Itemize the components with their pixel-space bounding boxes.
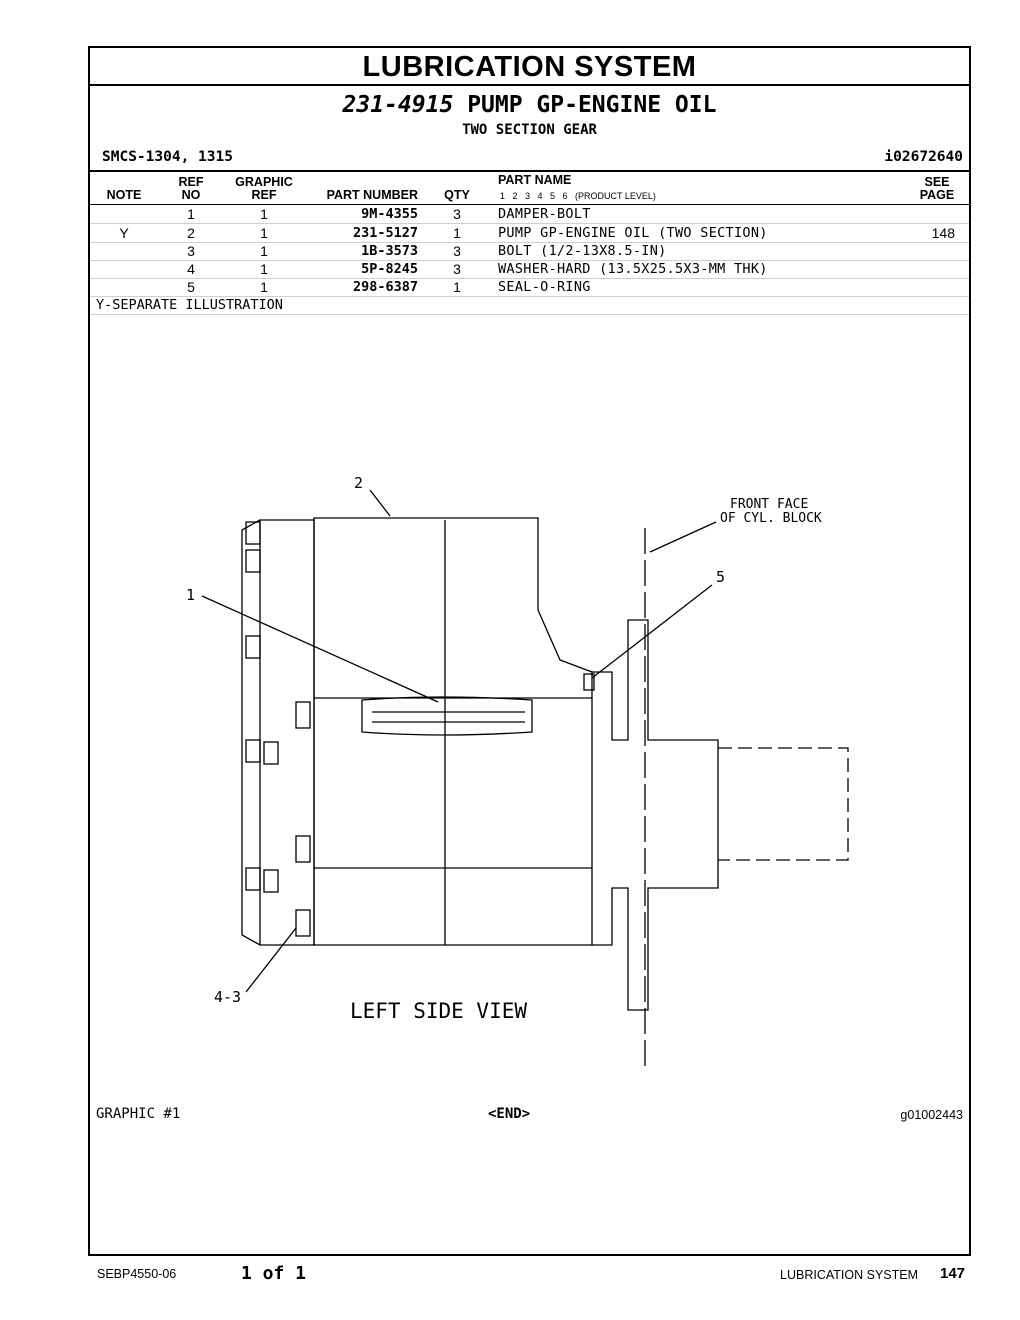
row-part-number: 231-5127 (352, 225, 418, 241)
footer-document-number: SEBP4550-06 (97, 1267, 177, 1281)
row-part-number: 298-6387 (352, 279, 418, 295)
front-face-label-line1: FRONT FACE (730, 497, 808, 512)
col-see-top: SEE (924, 175, 950, 189)
leader-line-4-3 (245, 927, 297, 993)
row-qty: 3 (453, 261, 461, 277)
row-part-name: DAMPER-BOLT (498, 206, 591, 222)
seal-o-ring (583, 673, 595, 691)
callout-4-3: 4-3 (214, 988, 241, 1006)
footer-page-number: 147 (940, 1265, 966, 1282)
col-part-number: PART NUMBER (326, 188, 418, 202)
row-graphic-ref: 1 (260, 225, 268, 241)
assembly-subtitle: TWO SECTION GEAR (462, 122, 597, 138)
table-row: 1 1 9M-4355 3 DAMPER-BOLT (90, 205, 969, 224)
table-row: Y 2 1 231-5127 1 PUMP GP-ENGINE OIL (TWO… (90, 224, 969, 243)
row-note: Y (119, 225, 129, 241)
document-identifier: i02672640 (884, 149, 963, 165)
section-title: LUBRICATION SYSTEM (90, 48, 969, 86)
col-note: NOTE (106, 188, 142, 202)
row-part-name: BOLT (1/2-13X8.5-IN) (498, 243, 667, 259)
table-row: 5 1 298-6387 1 SEAL-O-RING (90, 278, 969, 297)
callout-2: 2 (354, 474, 363, 492)
column-header-divider (90, 204, 969, 205)
bolt-head (245, 739, 261, 763)
bolt-head (263, 869, 279, 893)
row-ref: 2 (187, 225, 195, 241)
footer-section-name: LUBRICATION SYSTEM (780, 1268, 918, 1282)
col-part-name: PART NAME (498, 173, 572, 187)
col-graphic-bottom: REF (251, 188, 277, 202)
assembly-title: 231-4915 PUMP GP-ENGINE OIL (90, 92, 969, 118)
page-frame: LUBRICATION SYSTEM 231-4915 PUMP GP-ENGI… (88, 46, 971, 1256)
row-ref: 4 (187, 261, 195, 277)
row-part-name: SEAL-O-RING (498, 279, 591, 295)
front-gear-cover (259, 519, 315, 946)
row-part-name: WASHER-HARD (13.5X25.5X3-MM THK) (498, 261, 768, 277)
row-qty: 1 (453, 225, 461, 241)
row-part-name: PUMP GP-ENGINE OIL (TWO SECTION) (498, 225, 768, 241)
row-graphic-ref: 1 (260, 279, 268, 295)
bolt-head (245, 635, 261, 659)
callout-5: 5 (716, 568, 725, 586)
row-ref: 5 (187, 279, 195, 295)
table-footnote: Y-SEPARATE ILLUSTRATION (96, 297, 283, 313)
end-label: <END> (488, 1106, 531, 1122)
row-graphic-ref: 1 (260, 261, 268, 277)
row-see-page: 148 (931, 225, 955, 241)
col-graphic-top: GRAPHIC (235, 175, 293, 189)
col-ref-bottom: NO (181, 188, 201, 202)
assembly-part-name: PUMP GP-ENGINE OIL (467, 92, 717, 118)
graphic-label: GRAPHIC #1 (96, 1106, 181, 1122)
bolt-head (295, 835, 311, 863)
row-graphic-ref: 1 (260, 206, 268, 222)
bolt-head (245, 549, 261, 573)
bolt-head (245, 867, 261, 891)
pump-body (313, 517, 593, 946)
col-product-level: 1 2 3 4 5 6 (PRODUCT LEVEL) (500, 191, 656, 201)
col-qty: QTY (444, 188, 470, 202)
cover-edge (241, 519, 261, 946)
mounting-flange (592, 619, 719, 1011)
row-part-number: 1B-3573 (361, 243, 418, 259)
row-ref: 3 (187, 243, 195, 259)
col-ref-top: REF (178, 175, 204, 189)
row-qty: 3 (453, 243, 461, 259)
row-qty: 1 (453, 279, 461, 295)
bolt-head (245, 521, 261, 545)
footer-page-count: 1 of 1 (241, 1263, 307, 1284)
table-row: 4 1 5P-8245 3 WASHER-HARD (13.5X25.5X3-M… (90, 260, 969, 279)
header-divider (90, 170, 969, 172)
row-graphic-ref: 1 (260, 243, 268, 259)
leader-line-2 (369, 489, 391, 517)
bolt-head (295, 701, 311, 729)
leader-line-1 (201, 595, 439, 703)
col-see-bottom: PAGE (919, 188, 955, 202)
damper-bolt (361, 696, 533, 736)
leader-line-5 (591, 584, 713, 679)
row-qty: 3 (453, 206, 461, 222)
row-part-number: 9M-4355 (361, 206, 418, 222)
footnote-divider (90, 314, 969, 315)
smcs-codes: SMCS-1304, 1315 (102, 149, 233, 165)
bolt-head (295, 909, 311, 937)
view-label: LEFT SIDE VIEW (350, 999, 527, 1023)
graphic-id: g01002443 (900, 1108, 963, 1122)
callout-1: 1 (186, 586, 195, 604)
row-ref: 1 (187, 206, 195, 222)
assembly-part-number: 231-4915 (342, 92, 454, 118)
drive-shaft (718, 747, 849, 861)
leader-line-front-face (649, 521, 717, 553)
row-part-number: 5P-8245 (361, 261, 418, 277)
table-row: 3 1 1B-3573 3 BOLT (1/2-13X8.5-IN) (90, 242, 969, 261)
front-face-label-line2: OF CYL. BLOCK (720, 511, 822, 526)
bolt-head (263, 741, 279, 765)
